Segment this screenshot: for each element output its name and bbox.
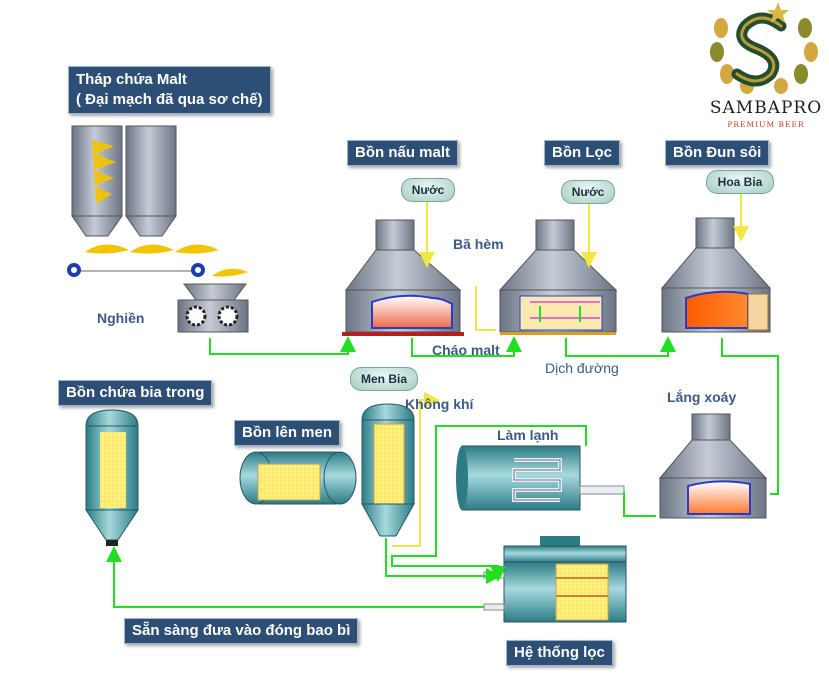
malt-tower-label: Tháp chứa Malt ( Đại mạch đã qua sơ chế): [68, 66, 271, 114]
horizontal-fermenter: [239, 451, 357, 505]
malt-tower-title: Tháp chứa Malt: [76, 71, 187, 88]
water-input-lauter: Nước: [561, 180, 615, 204]
wort-cooler: [456, 445, 625, 511]
lauter-tun-vessel: [498, 219, 618, 335]
yeast-input: Men Bia: [350, 367, 418, 391]
brand-name: SAMBAPRO: [710, 98, 822, 118]
fermenter-label: Bồn lên men: [234, 420, 341, 446]
spent-grain-text: Bã hèm: [453, 236, 504, 252]
sambapro-logo: SAMBAPRO PREMIUM BEER: [710, 2, 822, 129]
malt-tower-subtitle: ( Đại mạch đã qua sơ chế): [76, 91, 263, 108]
water-input-mash: Nước: [401, 178, 455, 202]
process-flow-lines: [106, 336, 779, 608]
milling-text: Nghiền: [97, 310, 145, 326]
air-text: Không khí: [405, 396, 474, 412]
hops-input: Hoa Bia: [706, 170, 774, 194]
mash-tun-vessel: [342, 219, 464, 336]
malt-mill: [177, 283, 249, 333]
vertical-fermenter: [361, 403, 415, 537]
boil-kettle-label: Bồn Đun sôi: [665, 140, 770, 166]
filter-system-label: Hệ thống lọc: [506, 640, 613, 666]
bright-tank-label: Bồn chứa bia trong: [58, 380, 213, 406]
cooling-text: Làm lạnh: [497, 427, 559, 443]
star-icon: [767, 2, 789, 23]
whirlpool-vessel: [658, 413, 768, 519]
hop-wreath-icon: [710, 18, 818, 94]
mash-tun-label: Bồn nấu malt: [347, 140, 459, 166]
brand-tagline: PREMIUM BEER: [727, 120, 804, 129]
malt-silo-left: [71, 125, 123, 237]
malt-conveyor: [67, 244, 248, 277]
boil-kettle-vessel: [660, 217, 772, 333]
malt-silo-right: [125, 125, 177, 237]
lauter-tun-label: Bồn Lọc: [544, 140, 620, 166]
whirlpool-text: Lắng xoáy: [667, 389, 737, 405]
ready-for-packaging-label: Sẵn sàng đưa vào đóng bao bì: [124, 618, 359, 644]
input-lines: [392, 190, 749, 547]
bright-beer-tank: [85, 409, 139, 546]
mash-text: Cháo malt: [432, 342, 500, 358]
filter-system-unit: [483, 536, 627, 623]
wort-text: Dịch đường: [545, 360, 619, 376]
